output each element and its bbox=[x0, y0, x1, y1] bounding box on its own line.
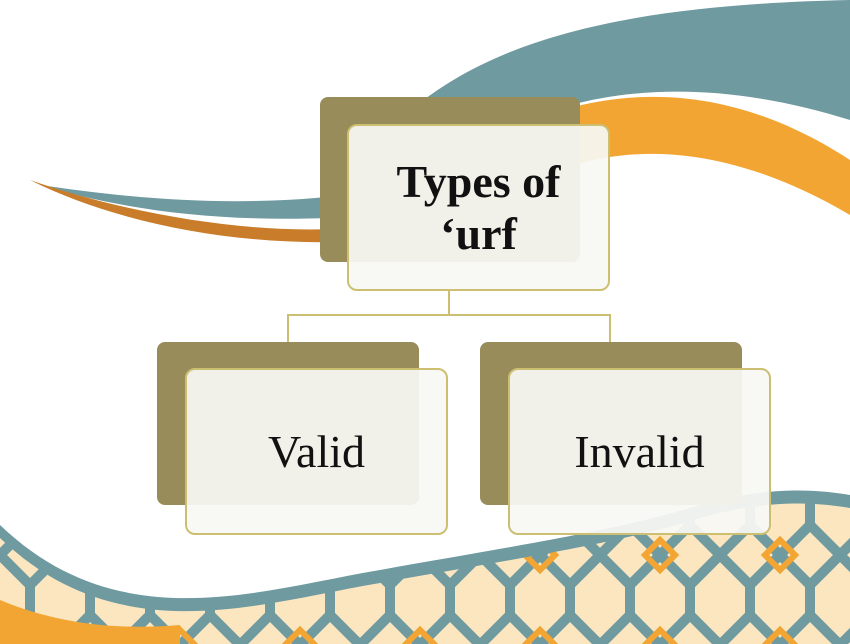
child-node-valid-card: Valid bbox=[185, 368, 448, 535]
connector-horizontal bbox=[287, 314, 611, 316]
root-node-label-line2: ‘urf bbox=[440, 207, 517, 259]
root-node-card: Types of ‘urf bbox=[347, 124, 610, 291]
orange-band-bottom bbox=[0, 600, 180, 644]
child-node-invalid-card: Invalid bbox=[508, 368, 771, 535]
connector-root-down bbox=[448, 290, 450, 314]
child-node-valid-label: Valid bbox=[267, 425, 366, 477]
teal-wave-left bbox=[40, 185, 380, 219]
root-node-label-line1: Types of bbox=[396, 155, 561, 207]
child-node-invalid-label: Invalid bbox=[574, 425, 705, 477]
